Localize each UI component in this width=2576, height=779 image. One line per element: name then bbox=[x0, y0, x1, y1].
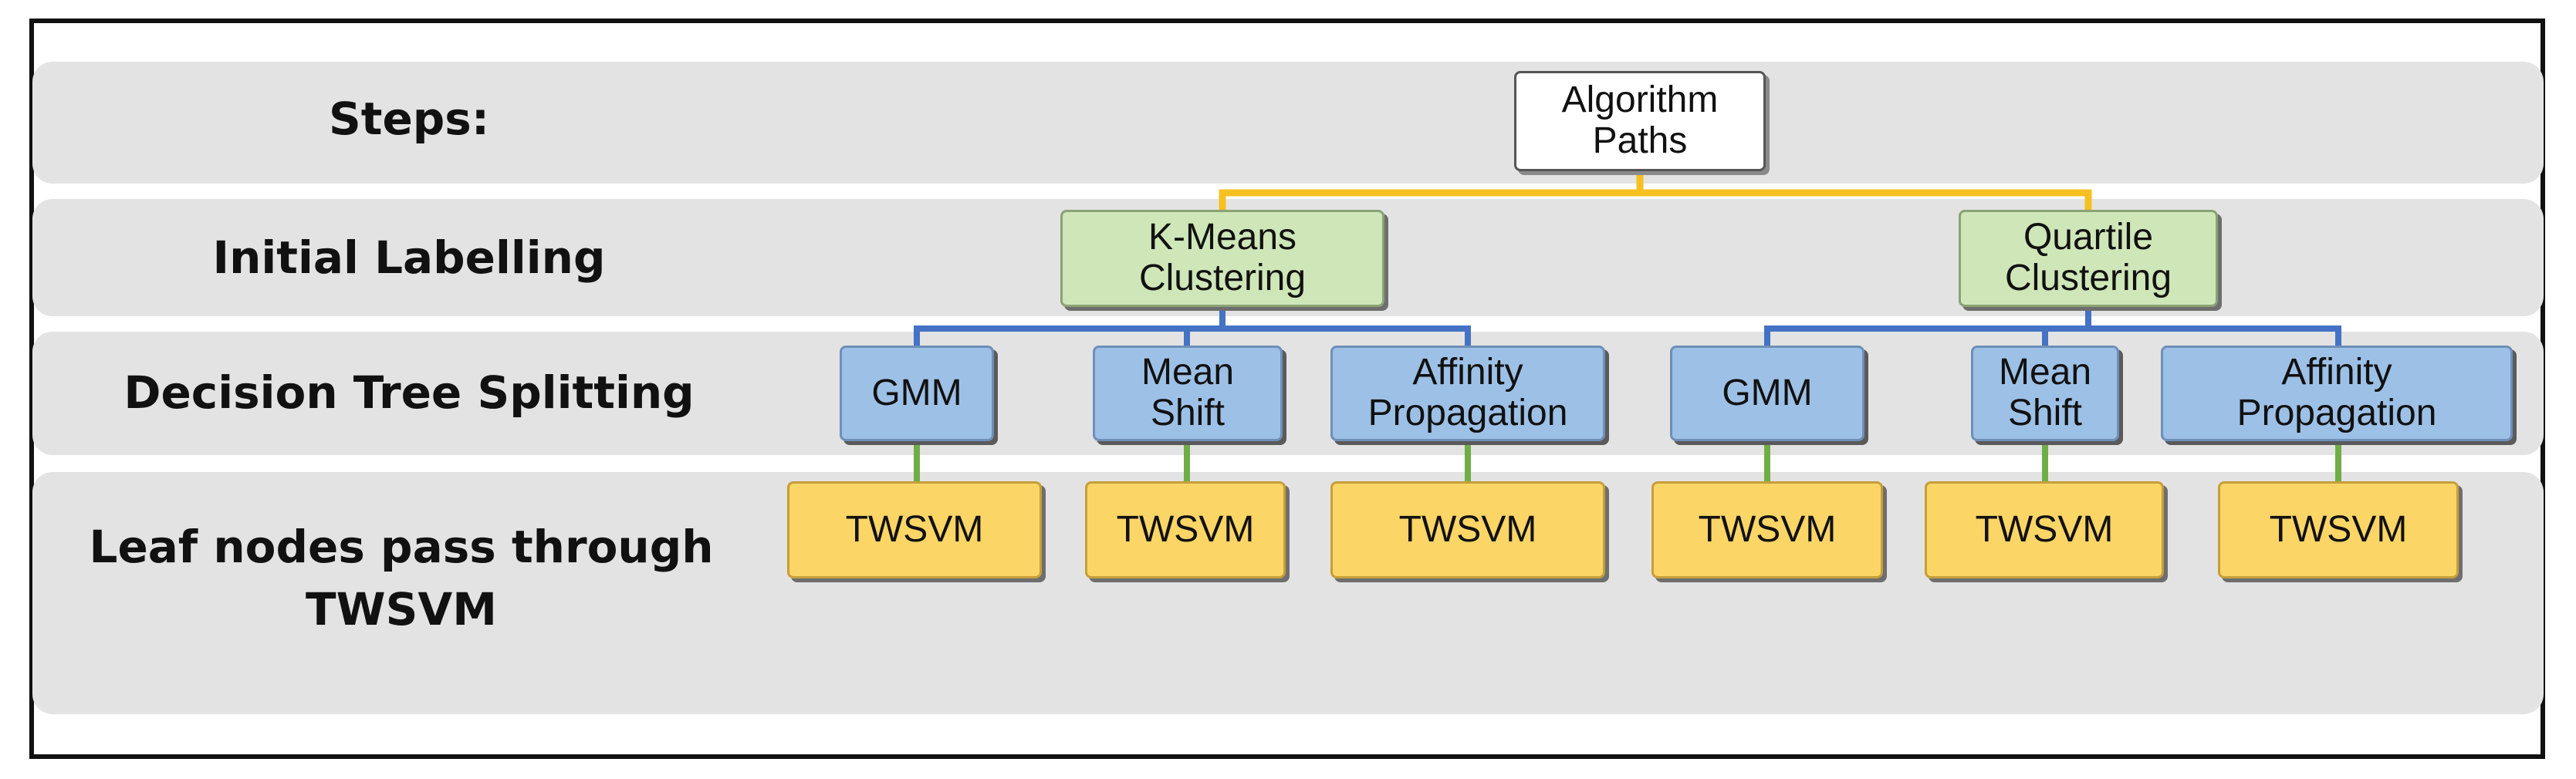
node-gmm-left: GMM bbox=[840, 346, 994, 441]
node-kmeans-clustering: K-Means Clustering bbox=[1060, 210, 1384, 307]
step-label-initial-labelling: Initial Labelling bbox=[212, 231, 606, 285]
node-algorithm-paths: Algorithm Paths bbox=[1514, 71, 1766, 171]
step-label-steps: Steps: bbox=[328, 93, 490, 146]
step-label-leaf-nodes: Leaf nodes pass through TWSVM bbox=[89, 520, 714, 636]
root-connectors bbox=[1219, 171, 2092, 211]
band-steps bbox=[32, 62, 2544, 184]
node-twsvm-5: TWSVM bbox=[1925, 481, 2164, 578]
node-twsvm-4: TWSVM bbox=[1651, 481, 1883, 578]
node-quartile-clustering: Quartile Clustering bbox=[1959, 210, 2218, 307]
node-twsvm-1: TWSVM bbox=[787, 481, 1042, 578]
branch-connectors bbox=[914, 307, 2341, 346]
node-meanshift-left: Mean Shift bbox=[1093, 346, 1283, 441]
node-gmm-right: GMM bbox=[1670, 346, 1864, 441]
step-label-decision-tree-splitting: Decision Tree Splitting bbox=[123, 366, 695, 420]
node-twsvm-3: TWSVM bbox=[1330, 481, 1605, 578]
node-twsvm-2: TWSVM bbox=[1085, 481, 1286, 578]
node-meanshift-right: Mean Shift bbox=[1971, 346, 2119, 441]
band-decision-tree bbox=[32, 332, 2544, 455]
node-affinity-left: Affinity Propagation bbox=[1330, 346, 1605, 441]
leaf-connectors bbox=[914, 441, 2341, 481]
node-affinity-right: Affinity Propagation bbox=[2161, 346, 2513, 441]
node-twsvm-6: TWSVM bbox=[2218, 481, 2459, 578]
